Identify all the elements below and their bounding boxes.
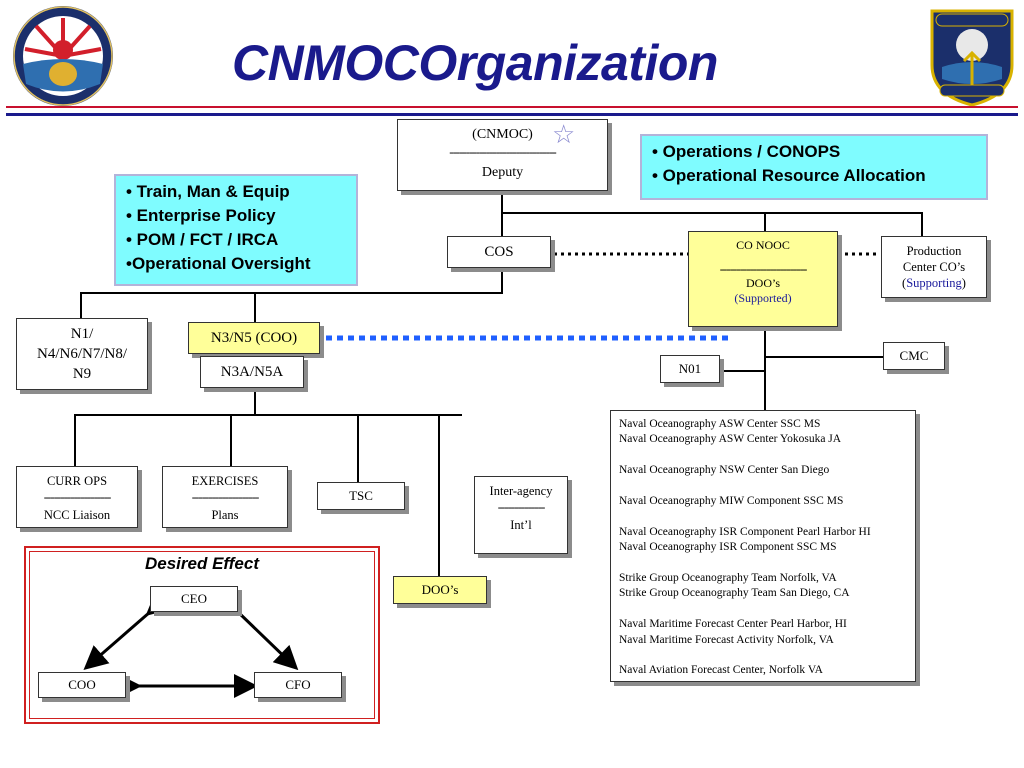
center-item: Naval Maritime Forecast Center Pearl Har… [619,618,847,631]
n3a-box: N3A/N5A [200,356,304,388]
connector [74,414,462,416]
n1-line1: N1/ [70,326,94,342]
ceo-box: CEO [150,586,238,612]
n1-line3: N9 [72,366,92,382]
interagency-box: Inter-agency -------------- Int’l [474,476,568,554]
bullet-operations: • Operations / CONOPS [652,142,841,161]
supporting-label: Supporting [906,276,962,290]
center-item: Naval Oceanography ASW Center SSC MS [619,418,821,430]
bullet-pom: • POM / FCT / IRCA [126,230,279,249]
header-rule-blue [6,113,1018,116]
connector [80,292,503,294]
supported-label: (Supported) [734,291,792,305]
cnmoc-label: (CNMOC) [472,127,533,142]
center-item: Naval Oceanography ASW Center Yokosuka J… [619,433,842,446]
connector [230,414,232,466]
bullet-allocation: • Operational Resource Allocation [652,166,926,185]
n1-box: N1/ N4/N6/N7/N8/ N9 [16,318,148,390]
center-item: Naval Oceanography ISR Component SSC MS [619,541,837,554]
connector [438,414,440,576]
cmc-box: CMC [883,342,945,370]
connector [764,212,766,232]
co-nooc-box: CO NOOC -------------------------- DOO’s… [688,231,838,327]
interagency-label: Inter-agency [489,484,553,498]
desired-effect-panel: Desired Effect CEO COO CFO [24,546,380,724]
doos-box: DOO’s [393,576,487,604]
paren-close: ) [961,276,966,290]
curr-ops-box: CURR OPS -------------------- NCC Liaiso… [16,466,138,528]
connector [80,292,82,320]
n1-line2: N4/N6/N7/N8/ [37,346,127,362]
plans-label: Plans [211,508,239,522]
production-line1: Production [906,244,962,258]
bullet-policy: • Enterprise Policy [126,206,276,225]
connector [254,388,256,416]
connector [764,326,766,410]
center-item: Strike Group Oceanography Team San Diego… [619,587,850,600]
center-item: Naval Maritime Forecast Activity Norfolk… [619,633,834,646]
co-nooc-label: CO NOOC [736,238,790,252]
desired-effect-inner-border [29,551,375,719]
responsibilities-right: • Operations / CONOPS • Operational Reso… [640,134,988,200]
tsc-box: TSC [317,482,405,510]
desired-effect-arrows [83,590,299,698]
intl-label: Int’l [510,518,532,532]
ncc-liaison-label: NCC Liaison [43,508,111,522]
cos-box: COS [447,236,551,268]
connector [921,212,923,236]
connector [254,292,256,322]
center-item: Naval Oceanography NSW Center San Diego [619,464,830,477]
doos-bottom-label: DOO’s [421,582,459,597]
n01-box: N01 [660,355,720,383]
cfo-box: CFO [254,672,342,698]
doos-label: DOO’s [745,276,780,290]
tsc-label: TSC [349,488,373,503]
divider: -------------------------------- [449,144,557,159]
exercises-box: EXERCISES -------------------- Plans [162,466,288,528]
center-item: Naval Oceanography MIW Component SSC MS [619,495,844,507]
divider: -------------------------- [719,261,808,276]
production-line2: Center CO’s [902,260,966,274]
curr-ops-label: CURR OPS [46,474,108,488]
bullet-oversight: •Operational Oversight [126,254,311,273]
connector [718,370,766,372]
right-emblem-logo [922,5,1022,107]
bullet-train: • Train, Man & Equip [126,182,290,201]
divider: -------------- [497,499,546,514]
n01-label: N01 [678,361,702,376]
paren-open: ( [902,276,907,290]
deputy-label: Deputy [481,165,524,180]
divider: -------------------- [191,489,260,504]
coo-box: COO [38,672,126,698]
coo-label: COO [68,677,96,692]
page-title: CNMOCOrganization [232,35,718,91]
connector [764,356,884,358]
divider: -------------------- [43,489,112,504]
star-icon: ☆ [552,120,576,149]
center-item: Naval Aviation Forecast Center, Norfolk … [619,664,823,677]
production-box: Production Center CO’s (Supporting) [881,236,987,298]
cmc-label: CMC [899,348,929,363]
cnmoc-box: (CNMOC) --------------------------------… [397,119,608,191]
connector [357,414,359,482]
cfo-label: CFO [285,677,311,692]
connector [74,414,76,466]
header-rule-red [6,106,1018,108]
center-item: Strike Group Oceanography Team Norfolk, … [619,572,837,584]
exercises-label: EXERCISES [191,474,259,488]
responsibilities-left: • Train, Man & Equip • Enterprise Policy… [114,174,358,286]
n3a-label: N3A/N5A [220,364,284,380]
desired-effect-title: Desired Effect [144,554,259,573]
centers-list: Naval Oceanography ASW Center SSC MS Nav… [610,410,916,682]
cos-label: COS [484,244,514,260]
connector [501,212,923,214]
ceo-label: CEO [181,591,207,606]
center-item: Naval Oceanography ISR Component Pearl H… [619,525,871,538]
n3n5-box: N3/N5 (COO) [188,322,320,354]
left-seal-logo [8,4,118,108]
n3n5-label: N3/N5 (COO) [210,330,298,346]
